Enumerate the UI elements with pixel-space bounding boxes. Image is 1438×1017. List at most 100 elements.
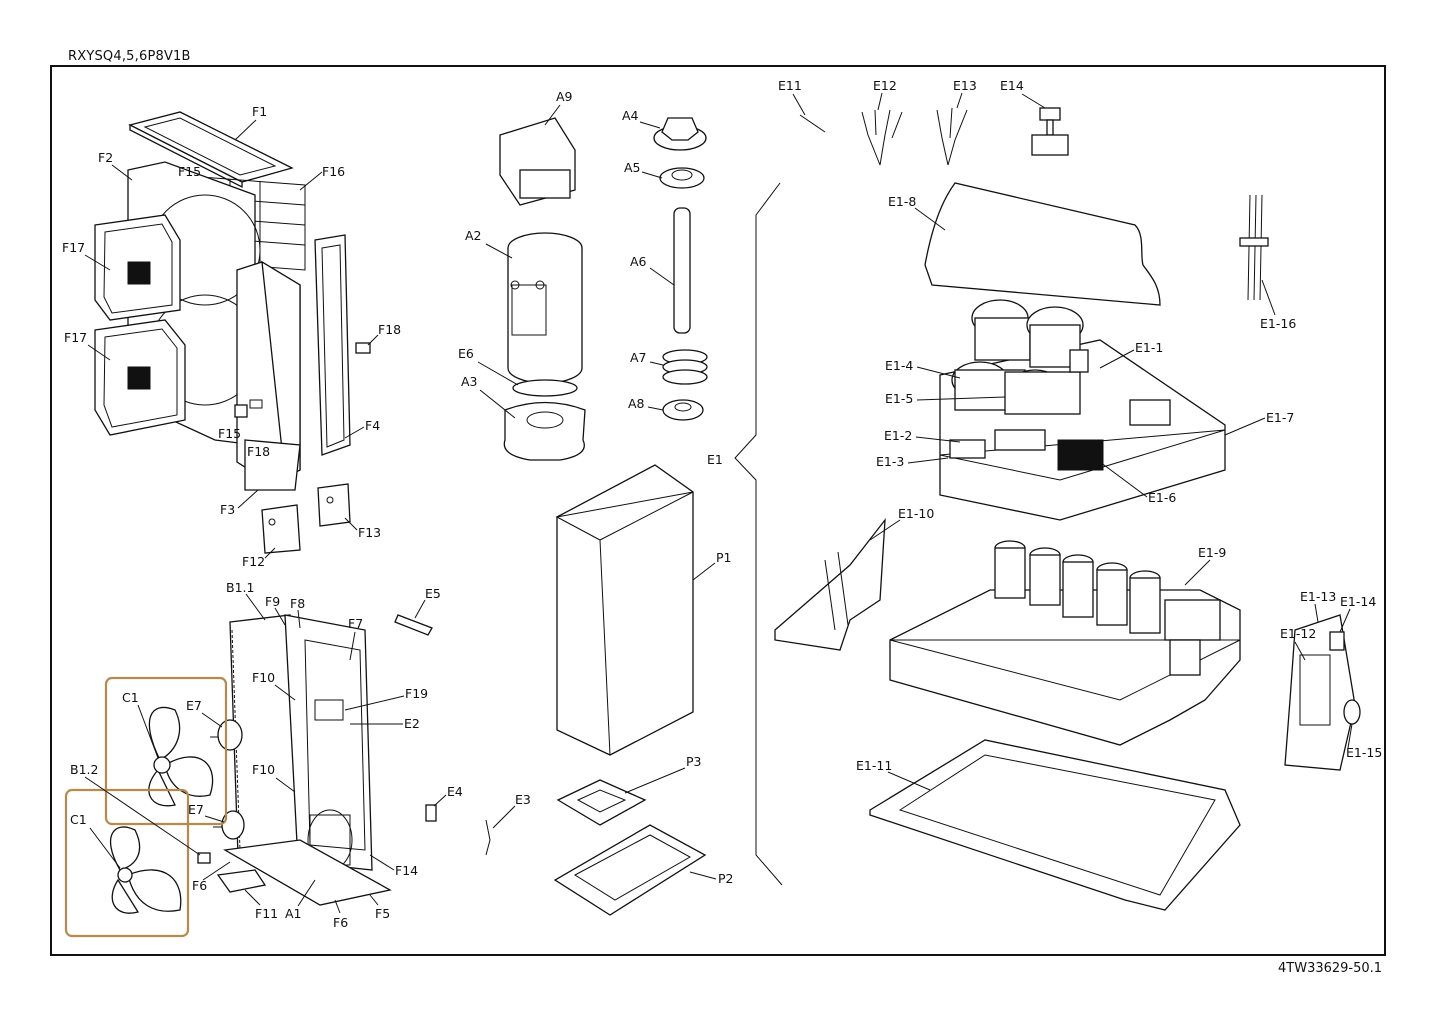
compressor-a2 — [507, 232, 583, 384]
fan-guard-upper — [94, 214, 181, 321]
label-E3: E3 — [515, 792, 531, 807]
label-E1-2: E1-2 — [884, 428, 912, 443]
shaft-a6 — [673, 207, 691, 334]
label-E1-11: E1-11 — [856, 758, 892, 773]
casing-labels: F1 F2 F15 F16 F17 F17 F18 F15 F18 F4 F3 … — [62, 104, 401, 569]
label-A3: A3 — [461, 374, 478, 389]
base-plate — [223, 839, 392, 906]
washer-a8 — [662, 399, 704, 421]
label-A1: A1 — [285, 906, 302, 921]
label-F4: F4 — [365, 418, 380, 433]
label-F14: F14 — [395, 863, 418, 878]
nut-a4 — [653, 117, 707, 151]
label-F10-2: F10 — [252, 762, 275, 777]
label-E6: E6 — [458, 346, 474, 361]
small-parts-e4-e5 — [394, 614, 491, 856]
label-F7: F7 — [348, 616, 363, 631]
label-F1: F1 — [252, 104, 267, 119]
harness-e1-16 — [1239, 194, 1269, 301]
label-A2: A2 — [465, 228, 482, 243]
top-panel — [128, 111, 294, 189]
label-F16: F16 — [322, 164, 345, 179]
highlight-box-lower — [64, 788, 190, 938]
label-E1-8: E1-8 — [888, 194, 916, 209]
spring-a7 — [662, 349, 708, 385]
label-A9: A9 — [556, 89, 573, 104]
label-F12: F12 — [242, 554, 265, 569]
label-F2: F2 — [98, 150, 113, 165]
label-F18: F18 — [378, 322, 401, 337]
label-C1: C1 — [122, 690, 139, 705]
base-a3 — [503, 401, 586, 461]
label-E1-4: E1-4 — [885, 358, 913, 373]
inverter-board-e1-9 — [889, 540, 1241, 746]
bracket-f13 — [317, 483, 351, 527]
label-E5: E5 — [425, 586, 441, 601]
label-F6-2: F6 — [333, 915, 348, 930]
label-E1-7: E1-7 — [1266, 410, 1294, 425]
label-E1-16: E1-16 — [1260, 316, 1296, 331]
rear-grille-frame — [314, 234, 351, 456]
fan-motor-lower — [213, 810, 245, 840]
label-E4: E4 — [447, 784, 463, 799]
fan-motor-upper — [210, 719, 243, 751]
label-E1-12: E1-12 — [1280, 626, 1316, 641]
label-E7-2: E7 — [188, 802, 204, 817]
label-F13: F13 — [358, 525, 381, 540]
label-E13: E13 — [953, 78, 977, 93]
sensor-parts-top — [799, 107, 1069, 166]
e1-group-bracket — [734, 182, 783, 886]
label-E2: E2 — [404, 716, 420, 731]
label-E11: E11 — [778, 78, 802, 93]
bracket-a9 — [499, 117, 576, 206]
clip-f18b — [234, 404, 248, 418]
label-F9: F9 — [265, 594, 280, 609]
label-A8: A8 — [628, 396, 645, 411]
label-F18-2: F18 — [247, 444, 270, 459]
label-F10: F10 — [252, 670, 275, 685]
label-P1: P1 — [716, 550, 732, 565]
tray-p2 — [553, 824, 707, 916]
label-F8: F8 — [290, 596, 305, 611]
label-A4: A4 — [622, 108, 639, 123]
center-labels: A9 A4 A5 A2 A6 E6 A7 A3 A8 — [458, 89, 675, 419]
washer-a5 — [659, 167, 705, 189]
label-E7: E7 — [186, 698, 202, 713]
electrical-labels: E11 E12 E13 E14 E1-8 E1-16 E1-1 E1-4 E1-… — [778, 78, 1382, 791]
label-P2: P2 — [718, 871, 734, 886]
label-P3: P3 — [686, 754, 702, 769]
service-cover — [244, 439, 301, 491]
bracket-f11 — [216, 869, 267, 893]
fan-guard-lower — [94, 319, 186, 436]
label-F5: F5 — [375, 906, 390, 921]
label-E1-15: E1-15 — [1346, 745, 1382, 760]
document-number: 4TW33629-50.1 — [1278, 961, 1383, 976]
label-E1-6: E1-6 — [1148, 490, 1176, 505]
gasket-e6 — [512, 379, 578, 397]
chassis-frame — [284, 614, 373, 871]
label-E1: E1 — [707, 452, 723, 467]
bracket-f12 — [261, 504, 301, 554]
fan-lower — [109, 826, 182, 914]
chassis-labels: B1.1 F9 F8 F7 C1 E7 F10 F19 E2 B1.2 F10 … — [70, 580, 531, 930]
tray-e1-11 — [869, 739, 1241, 911]
box-p1 — [555, 464, 694, 756]
label-B1.1: B1.1 — [226, 580, 254, 595]
label-F15-2: F15 — [218, 426, 241, 441]
terminal-board-e1-12 — [1284, 614, 1361, 771]
drawing-frame — [50, 65, 1386, 956]
label-E1-3: E1-3 — [876, 454, 904, 469]
model-title: RXYSQ4,5,6P8V1B — [68, 49, 191, 64]
bracket-e1-10 — [774, 517, 886, 651]
nut-b12 — [197, 852, 211, 864]
label-F6: F6 — [192, 878, 207, 893]
fan-upper — [148, 706, 214, 807]
highlight-box-upper — [104, 676, 228, 826]
label-F19: F19 — [405, 686, 428, 701]
label-E12: E12 — [873, 78, 897, 93]
label-A6: A6 — [630, 254, 647, 269]
label-F11: F11 — [255, 906, 278, 921]
pad-p3 — [556, 779, 647, 826]
label-A7: A7 — [630, 350, 647, 365]
